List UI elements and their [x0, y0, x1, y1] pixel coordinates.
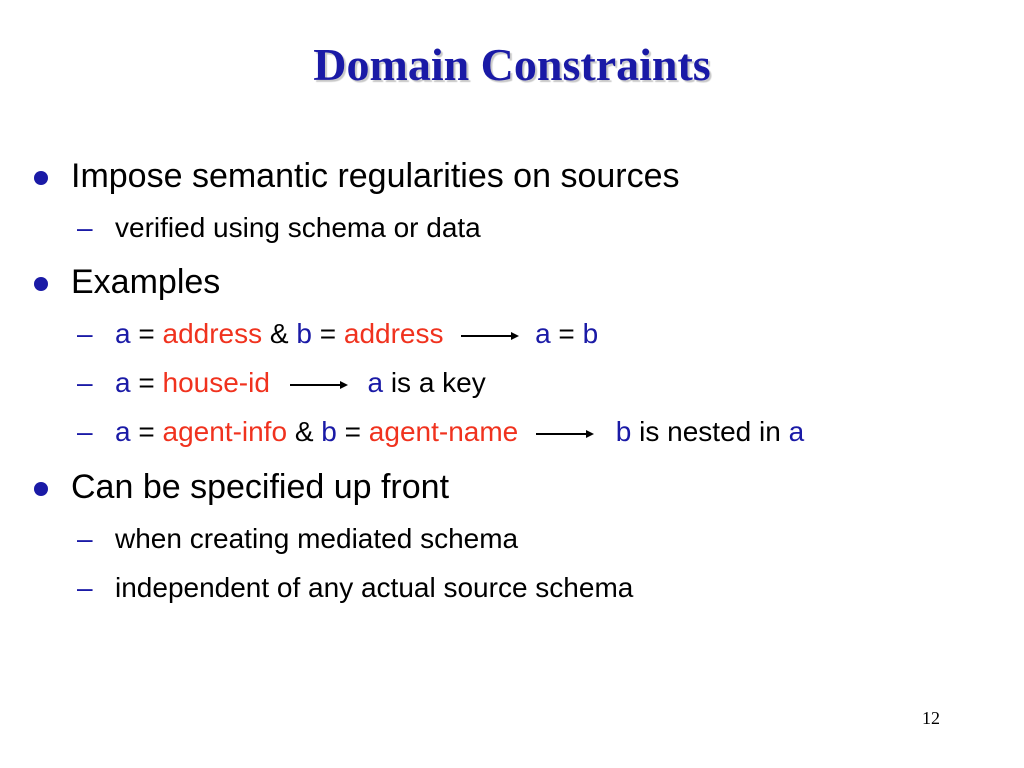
dash-marker: – [77, 212, 93, 243]
value-text: address [162, 318, 263, 349]
variable-b: b [321, 416, 337, 447]
variable-b: b [296, 318, 312, 349]
sub-item-text: verified using schema or data [115, 212, 481, 243]
bullet-item: Impose semantic regularities on sources [71, 157, 680, 195]
right-arrow-icon [536, 429, 595, 438]
bullet-icon [34, 171, 48, 185]
equals-sign: = [138, 367, 155, 398]
value-text: agent-info [162, 416, 288, 447]
dash-marker: – [77, 572, 93, 603]
value-text: address [343, 318, 444, 349]
slide-title: Domain Constraints [313, 39, 711, 90]
bullet-item: Can be specified up front [71, 468, 450, 506]
variable-a: a [115, 416, 131, 447]
equals-sign: = [138, 318, 155, 349]
equals-sign: = [344, 416, 362, 447]
page-number: 12 [922, 708, 940, 728]
dash-marker: – [77, 367, 93, 398]
dash-marker: – [77, 416, 93, 447]
example-line: –a = agent-info & b = agent-name b is ne… [77, 416, 804, 448]
result-text: is a key [390, 367, 486, 398]
sub-item-text: independent of any actual source schema [115, 572, 634, 603]
dash-marker: – [77, 523, 93, 554]
variable-a: a [788, 416, 805, 447]
sub-item: –verified using schema or data [77, 212, 481, 244]
sub-item-text: when creating mediated schema [115, 523, 519, 554]
bullet-icon [34, 482, 48, 496]
variable-a: a [535, 318, 551, 349]
result-text: is nested in [639, 416, 781, 447]
equals-sign: = [558, 318, 575, 349]
example-line: –a = house-id a is a key [77, 367, 486, 399]
variable-a: a [367, 367, 384, 398]
value-text: agent-name [368, 416, 519, 447]
ampersand: & [294, 416, 314, 447]
right-arrow-icon [289, 380, 348, 389]
ampersand: & [269, 318, 289, 349]
bullet-icon [34, 277, 48, 291]
equals-sign: = [138, 416, 155, 447]
dash-marker: – [77, 318, 93, 349]
equals-sign: = [319, 318, 337, 349]
example-line: –a = address & b = address a = b [77, 318, 598, 350]
bullet-item: Examples [71, 263, 221, 301]
right-arrow-icon [461, 331, 520, 340]
sub-item: –independent of any actual source schema [77, 572, 633, 604]
variable-b: b [582, 318, 599, 349]
variable-a: a [115, 367, 131, 398]
sub-item: –when creating mediated schema [77, 523, 518, 555]
value-text: house-id [162, 367, 270, 398]
variable-a: a [115, 318, 131, 349]
variable-b: b [615, 416, 632, 447]
